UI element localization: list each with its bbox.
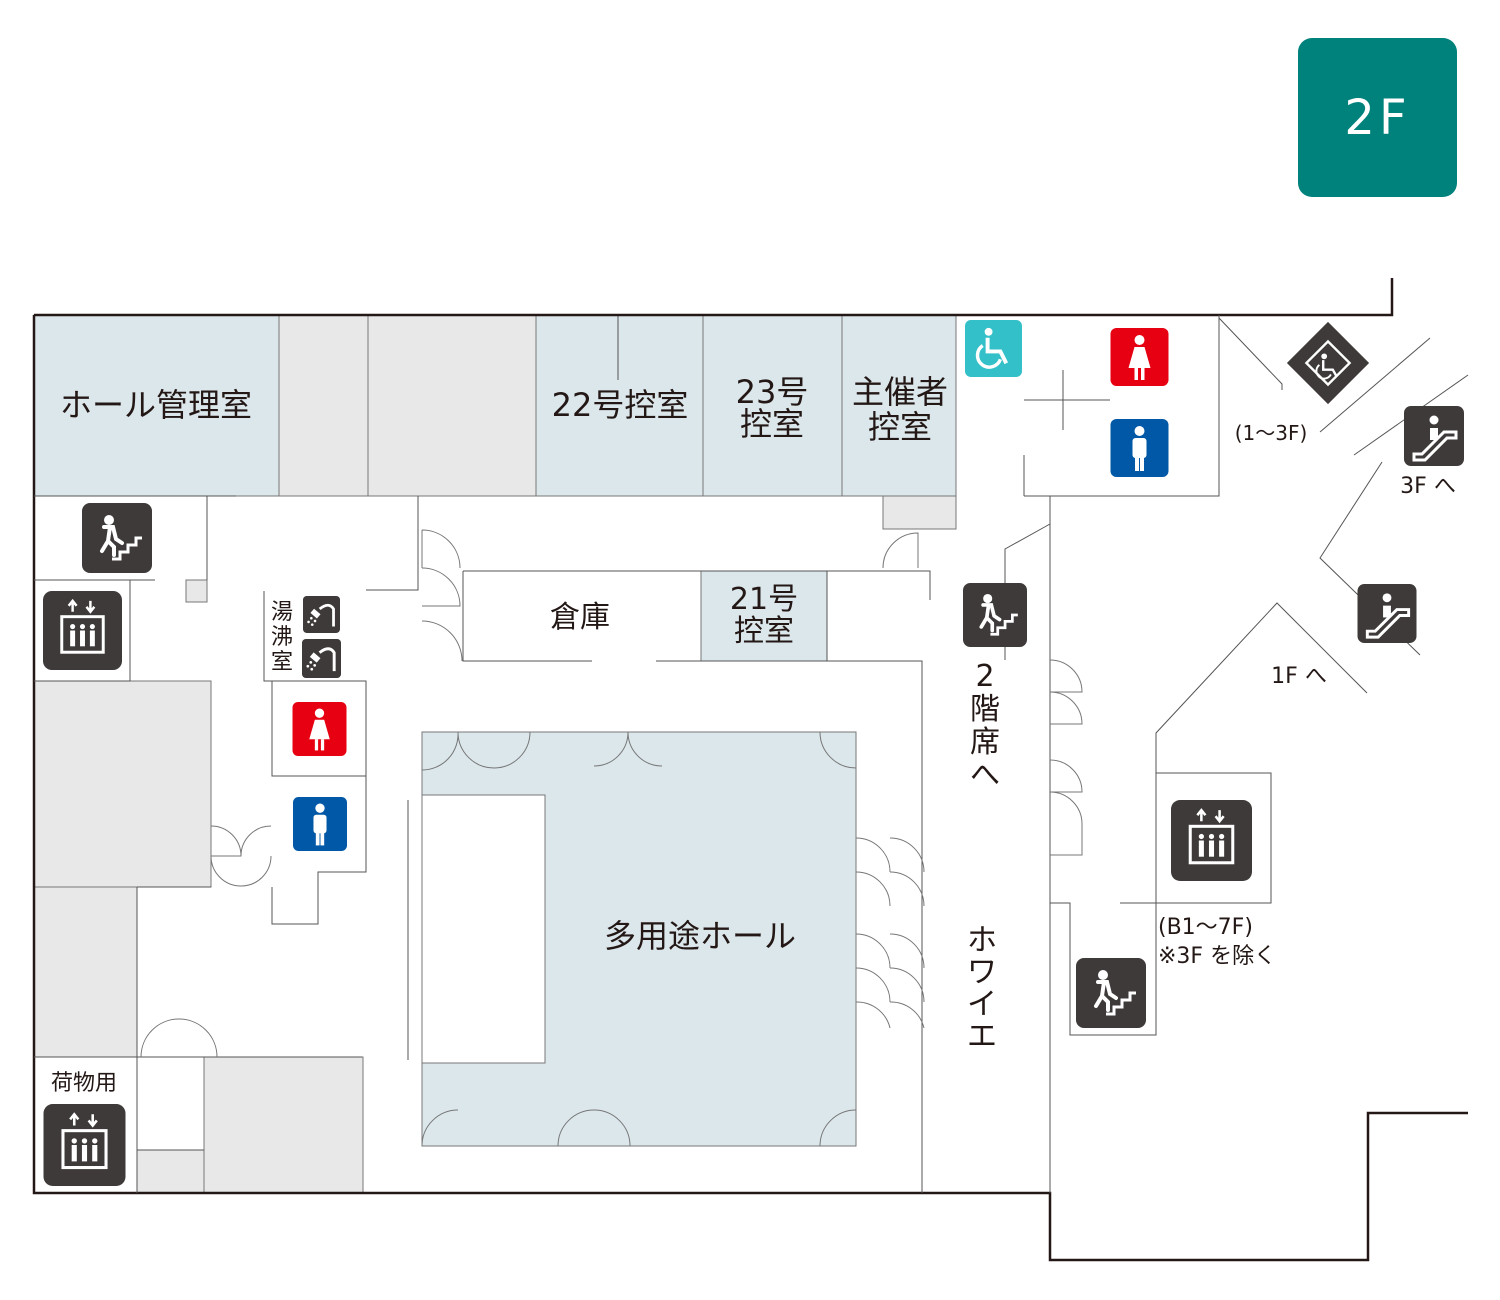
waiting-room-21-label: 控室 <box>734 614 794 649</box>
waiting-room-23 <box>702 314 843 497</box>
freight-elevator-label: 荷物用 <box>51 1071 117 1096</box>
floor-indicator: 2F <box>1298 38 1457 197</box>
waiting-room-23-label: 23号 <box>736 373 809 411</box>
waiting-room-22-label: 22号控室 <box>552 386 689 424</box>
stage <box>421 794 546 1064</box>
accessible-elevator-icon <box>1285 320 1371 406</box>
main-elevator-icon <box>1171 800 1252 881</box>
escalator-down-icon <box>1357 584 1417 643</box>
kitchen-label: 湯 <box>271 600 293 625</box>
stairs-icon <box>963 583 1027 647</box>
organizer-room <box>841 314 957 497</box>
female-restroom-icon <box>292 702 347 756</box>
to-3f-label: 3F へ <box>1400 474 1456 499</box>
waiting-room-23-label: 控室 <box>740 405 804 443</box>
hall-office-label: ホール管理室 <box>60 386 252 424</box>
waiting-room-21-label: 21号 <box>730 582 798 617</box>
storage-label: 倉庫 <box>550 600 610 635</box>
kitchen-tap-icon <box>302 639 341 678</box>
male-restroom-icon <box>293 797 347 851</box>
kitchen-tap-icon <box>303 596 340 633</box>
svg-text:ホ: ホ <box>967 923 997 958</box>
accessible-restroom-icon <box>965 320 1022 377</box>
svg-text:へ: へ <box>970 758 1000 793</box>
storage-room-a <box>278 314 369 497</box>
to-1f-label: 1F へ <box>1271 664 1327 689</box>
multipurpose-hall-label: 多用途ホール <box>604 917 796 955</box>
svg-text:席: 席 <box>970 725 1000 760</box>
foyer-label: ホ ワ イ エ <box>967 923 997 1054</box>
main-elevator-range: (B1～7F) <box>1158 915 1253 940</box>
stairs-icon <box>82 503 152 573</box>
freight-elevator-icon <box>43 1104 126 1186</box>
male-restroom-icon <box>1110 419 1169 477</box>
svg-text:ワ: ワ <box>967 955 997 990</box>
organizer-room-label: 控室 <box>868 408 932 446</box>
svg-text:2: 2 <box>975 659 994 694</box>
waiting-room-21 <box>700 570 828 662</box>
kitchen-label: 沸 <box>271 625 293 650</box>
kitchen-label: 室 <box>271 650 293 675</box>
female-restroom-icon <box>1110 328 1169 386</box>
svg-text:エ: エ <box>967 1019 997 1054</box>
svg-text:階: 階 <box>970 692 1000 727</box>
organizer-room-label: 主催者 <box>852 373 948 411</box>
to-balcony-label: 2 階 席 へ <box>970 659 1000 793</box>
escalator-up-icon <box>1404 406 1464 466</box>
storage-room-b <box>367 314 537 497</box>
stairs-icon <box>1076 958 1146 1028</box>
hall-office-room <box>33 314 280 497</box>
svg-text:イ: イ <box>967 987 997 1022</box>
accessible-elevator-range: (1～3F) <box>1235 421 1308 445</box>
elevator-icon <box>43 591 122 670</box>
main-elevator-note: ※3F を除く <box>1158 944 1276 969</box>
